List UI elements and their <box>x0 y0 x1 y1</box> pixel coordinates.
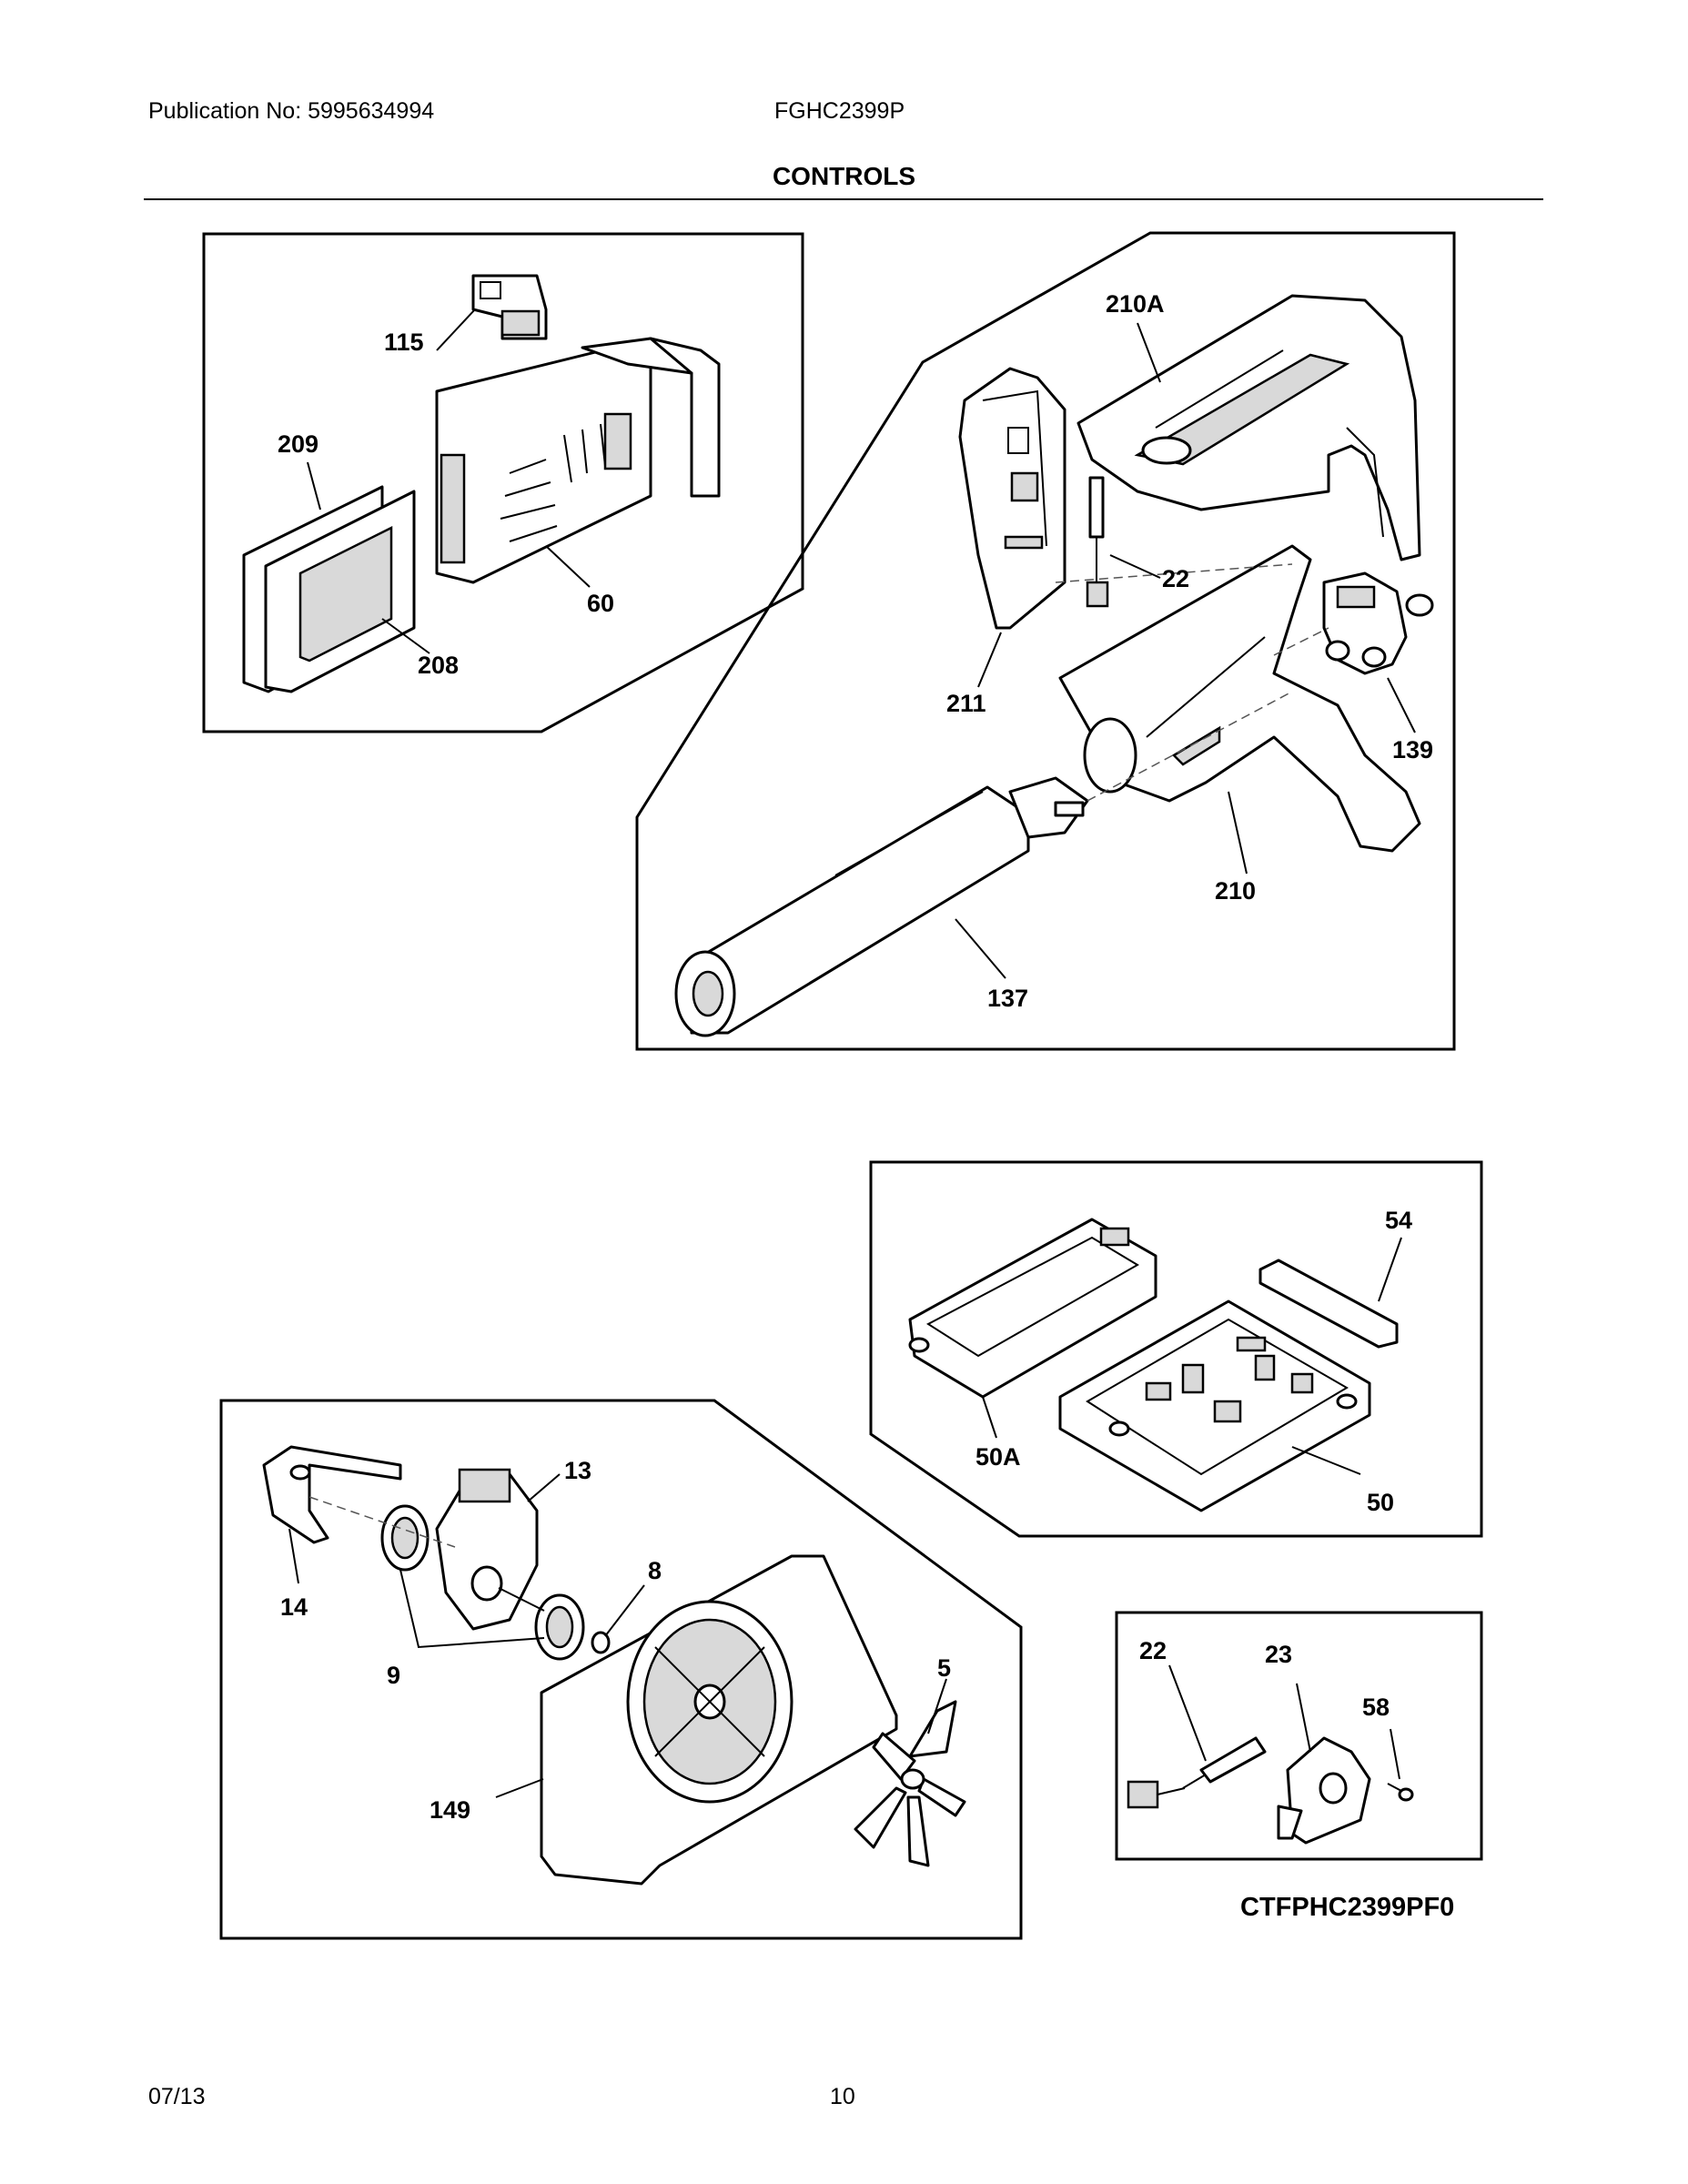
panel-control-board: 54 50A 50 <box>869 1160 1483 1538</box>
callout-5: 5 <box>937 1654 951 1682</box>
leader-137 <box>955 918 1006 979</box>
footer-date: 07/13 <box>148 2084 206 2109</box>
leader-9 <box>399 1569 545 1649</box>
leader-50A <box>982 1396 997 1439</box>
callout-54: 54 <box>1385 1207 1412 1234</box>
panel-fan-assembly: 13 14 8 9 5 149 <box>219 1399 1023 1940</box>
panel-frame <box>869 1160 1483 1538</box>
leader-54 <box>1378 1237 1402 1302</box>
leader-22-lower <box>1168 1664 1207 1762</box>
alignment-line <box>308 1496 456 1548</box>
callout-139: 139 <box>1392 736 1433 763</box>
part-8-washer <box>591 1631 611 1654</box>
callout-208: 208 <box>418 652 459 679</box>
leader-115 <box>436 308 476 351</box>
page-number: 10 <box>830 2084 855 2109</box>
part-50-board-box <box>1058 1299 1371 1512</box>
part-210A-cover <box>1076 294 1421 561</box>
part-9-wheel-left <box>380 1504 430 1572</box>
page-title: CONTROLS <box>772 162 916 190</box>
callout-209: 209 <box>278 430 318 458</box>
part-9-wheel-right <box>534 1593 585 1661</box>
alignment-line <box>1273 627 1329 656</box>
publication-number: Publication No: 5995634994 <box>148 98 435 124</box>
part-22-thermistor-upper <box>1086 476 1109 608</box>
leader-210 <box>1228 791 1248 875</box>
part-209-bezel <box>242 485 416 693</box>
part-22-thermistor-lower <box>1127 1736 1267 1809</box>
leader-22 <box>1109 554 1161 579</box>
part-5-fan-blade <box>854 1700 966 1867</box>
callout-211: 211 <box>946 690 986 717</box>
callout-115: 115 <box>384 329 424 356</box>
panel-dispenser-controls: 115 209 60 208 <box>202 232 804 733</box>
leader-211 <box>977 632 1002 688</box>
part-13-motor <box>435 1468 545 1631</box>
header-rule <box>144 198 1543 200</box>
panel-frame <box>635 231 1456 1051</box>
leader-14 <box>288 1528 299 1584</box>
part-23-cover <box>1277 1736 1371 1845</box>
panel-thermistor-kit: 22 23 58 <box>1115 1611 1483 1861</box>
leader-23 <box>1296 1683 1311 1753</box>
callout-22-upper: 22 <box>1162 565 1189 592</box>
callout-137: 137 <box>987 985 1028 1012</box>
part-58-screw <box>1387 1783 1414 1802</box>
leader-60 <box>545 545 591 588</box>
leader-58 <box>1390 1728 1400 1780</box>
callout-9: 9 <box>387 1662 400 1689</box>
leader-139 <box>1387 677 1416 733</box>
leader-149 <box>495 1778 544 1798</box>
diagram-code: CTFPHC2399PF0 <box>1240 1893 1454 1922</box>
callout-50A: 50A <box>975 1443 1021 1471</box>
leader-5 <box>927 1678 947 1734</box>
callout-50: 50 <box>1367 1489 1394 1516</box>
panel-frame <box>219 1399 1023 1940</box>
callout-149: 149 <box>430 1796 470 1824</box>
part-115-switch <box>471 274 548 340</box>
callout-60: 60 <box>587 590 614 617</box>
leader-8 <box>604 1584 645 1637</box>
alignment-line <box>1055 563 1293 583</box>
part-149-fan-shroud <box>540 1554 898 1886</box>
callout-22-lower: 22 <box>1139 1637 1167 1664</box>
part-60-housing <box>435 337 721 584</box>
callout-13: 13 <box>564 1457 591 1484</box>
leader-209 <box>307 461 321 511</box>
part-50A-lid <box>908 1218 1157 1399</box>
leader-50 <box>1291 1446 1361 1475</box>
alignment-line <box>1087 691 1293 802</box>
part-210-filter-housing <box>1058 544 1421 853</box>
callout-8: 8 <box>648 1557 662 1584</box>
part-139-valve <box>1322 571 1434 675</box>
callout-210A: 210A <box>1106 290 1165 318</box>
callout-23: 23 <box>1265 1641 1292 1668</box>
model-number: FGHC2399P <box>774 98 905 124</box>
callout-210: 210 <box>1215 877 1256 905</box>
leader-208 <box>381 618 430 654</box>
leader-13 <box>527 1473 561 1502</box>
panel-frame <box>202 232 804 733</box>
panel-frame <box>1115 1611 1483 1861</box>
part-137-water-filter <box>674 776 1089 1037</box>
panel-water-filter: 210A 22 211 139 210 137 <box>635 231 1456 1051</box>
leader-210A <box>1137 322 1161 383</box>
callout-14: 14 <box>280 1593 308 1621</box>
callout-58: 58 <box>1362 1694 1390 1721</box>
part-211-bracket <box>958 367 1066 630</box>
part-14-bracket <box>262 1445 402 1544</box>
part-54-strip <box>1258 1259 1399 1349</box>
